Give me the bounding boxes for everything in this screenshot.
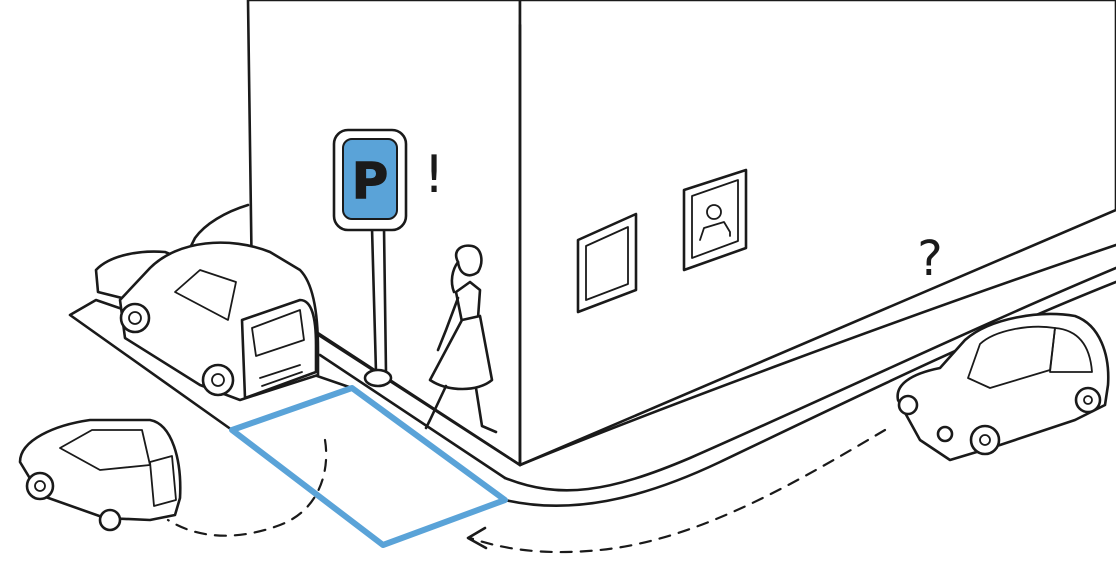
parked-car xyxy=(96,243,318,400)
small-car xyxy=(20,420,180,530)
small-car-front-wheel xyxy=(27,473,53,499)
question-icon: ? xyxy=(917,231,942,287)
woman-head xyxy=(456,246,481,276)
small-car-rear-wheel xyxy=(100,510,120,530)
sign-letter: P xyxy=(352,152,389,210)
exclamation-icon: ! xyxy=(424,145,445,205)
approaching-car-headlight-2 xyxy=(938,427,952,441)
left-car-path xyxy=(168,440,326,536)
approaching-car xyxy=(898,314,1109,460)
parked-car-rear-wheel xyxy=(203,365,233,395)
parked-car-front-wheel xyxy=(121,304,149,332)
approaching-car-front-wheel xyxy=(971,426,999,454)
approaching-car-headlight xyxy=(899,396,917,414)
sign-pole-base xyxy=(365,370,391,386)
approaching-car-rear-wheel xyxy=(1076,388,1100,412)
